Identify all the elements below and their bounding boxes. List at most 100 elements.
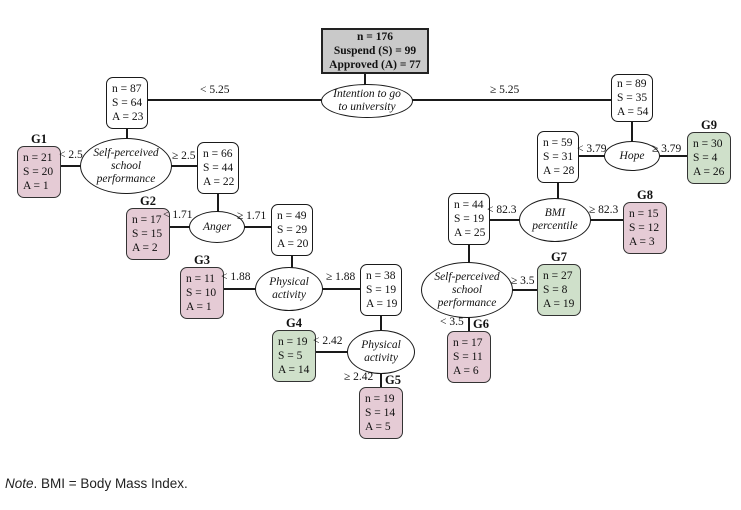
split-physical-activity-1: Physical activity [255,267,323,311]
stat-a: A = 22 [203,176,235,188]
stat-a: A = 14 [278,364,310,376]
stat-n: n = 11 [186,273,216,285]
leaf-g1: n = 21 S = 20 A = 1 [17,146,61,198]
connector-n59-bmi [557,182,559,199]
connector-spsp-right-g6 [468,317,470,332]
connector-physical1-n38 [322,288,361,290]
edge-label-hope-lt: < 3.79 [577,143,607,155]
edge-label-spsp-left-lt: < 2.5 [59,149,83,161]
note-word: Note [5,476,34,491]
leaf-g5: n = 19 S = 14 A = 5 [359,387,403,439]
stat-n: n = 49 [277,210,307,222]
stat-s: S = 19 [366,284,397,296]
connector-n49-physical1 [291,255,293,268]
split-label: Physical [269,276,309,288]
connector-physical2-g4 [315,351,348,353]
leaf-g2: n = 17 S = 15 A = 2 [126,208,170,260]
split-label: Hope [619,149,645,162]
stat-a: A = 6 [453,365,479,377]
stat-n: n = 21 [23,152,53,164]
split-label: Intention to go [333,88,401,100]
leaf-tag-g6: G6 [473,317,489,331]
edge-label-intention-lt: < 5.25 [200,84,230,96]
root-suspend: Suspend (S) = 99 [333,45,417,57]
leaf-tag-g3: G3 [194,253,210,267]
stat-a: A = 20 [277,238,309,250]
edge-label-physical2-lt: < 2.42 [313,335,343,347]
stat-s: S = 20 [23,166,54,178]
connector-hope-n59 [578,155,605,157]
connector-hope-g9 [659,155,688,157]
leaf-g8: n = 15 S = 12 A = 3 [623,202,667,254]
split-label: Self-perceived [434,270,500,283]
node-n44: n = 44 S = 19 A = 25 [448,193,490,245]
stat-n: n = 19 [278,336,308,348]
edge-label-anger-lt: < 1.71 [163,209,193,221]
stat-a: A = 3 [629,236,655,248]
note-text: . BMI = Body Mass Index. [33,476,188,491]
connector-n44-spsp-right [468,244,470,263]
connector-intention-n89 [412,99,612,101]
stat-n: n = 17 [132,214,162,226]
figure-note: Note. BMI = Body Mass Index. [5,476,188,491]
stat-n: n = 59 [543,137,573,149]
connector-spsp-left-n66 [171,165,198,167]
connector-n66-anger [217,193,219,212]
leaf-tag-g9: G9 [701,118,717,132]
leaf-tag-g8: G8 [637,188,653,202]
stat-s: S = 44 [203,162,234,174]
edge-label-bmi-lt: < 82.3 [487,204,517,216]
leaf-g6: n = 17 S = 11 A = 6 [447,331,491,383]
root-n: n = 176 [357,31,393,43]
stat-s: S = 8 [543,284,568,296]
stat-n: n = 17 [453,337,483,349]
stat-n: n = 19 [365,393,395,405]
node-n66: n = 66 S = 44 A = 22 [197,142,239,194]
split-bmi-percentile: BMI percentile [519,198,591,242]
edge-label-spsp-right-ge: ≥ 3.5 [511,275,535,287]
edge-label-anger-ge: ≥ 1.71 [237,210,267,222]
stat-a: A = 19 [543,298,575,310]
stat-s: S = 15 [132,228,163,240]
edge-label-spsp-left-ge: ≥ 2.5 [172,150,196,162]
stat-a: A = 23 [112,111,144,123]
root-node: n = 176 Suspend (S) = 99 Approved (A) = … [321,28,429,74]
connector-n38-physical2 [380,315,382,331]
connector-anger-g2 [169,226,190,228]
leaf-tag-g1: G1 [31,132,47,146]
split-physical-activity-2: Physical activity [347,330,415,374]
leaf-tag-g7: G7 [551,250,567,264]
connector-physical2-g5 [380,373,382,388]
node-n49: n = 49 S = 29 A = 20 [271,204,313,256]
edge-label-spsp-right-lt: < 3.5 [440,316,464,328]
node-n38: n = 38 S = 19 A = 19 [360,264,402,316]
stat-n: n = 15 [629,208,659,220]
edge-label-intention-ge: ≥ 5.25 [490,84,520,96]
stat-n: n = 87 [112,83,142,95]
stat-a: A = 25 [454,227,486,239]
edge-label-physical2-ge: ≥ 2.42 [344,371,374,383]
stat-n: n = 89 [617,78,647,90]
stat-n: n = 27 [543,270,573,282]
split-label: BMI [544,207,566,219]
split-label: percentile [532,220,578,232]
split-label: Self-perceived [93,146,159,159]
split-label: Anger [202,220,232,233]
stat-a: A = 26 [693,166,725,178]
stat-a: A = 54 [617,106,649,118]
stat-s: S = 29 [277,224,308,236]
root-approved: Approved (A) = 77 [329,59,421,71]
stat-s: S = 11 [453,351,483,363]
stat-s: S = 35 [617,92,648,104]
split-label: performance [437,296,497,309]
connector-anger-n49 [244,226,272,228]
stat-n: n = 38 [366,270,396,282]
stat-a: A = 1 [23,180,49,192]
split-label: to university [338,101,396,113]
connector-physical1-g3 [223,288,256,290]
leaf-g7: n = 27 S = 8 A = 19 [537,264,581,316]
split-label: school [110,159,142,172]
connector-n89-hope [631,121,633,142]
connector-spsp-left-g1 [60,165,81,167]
